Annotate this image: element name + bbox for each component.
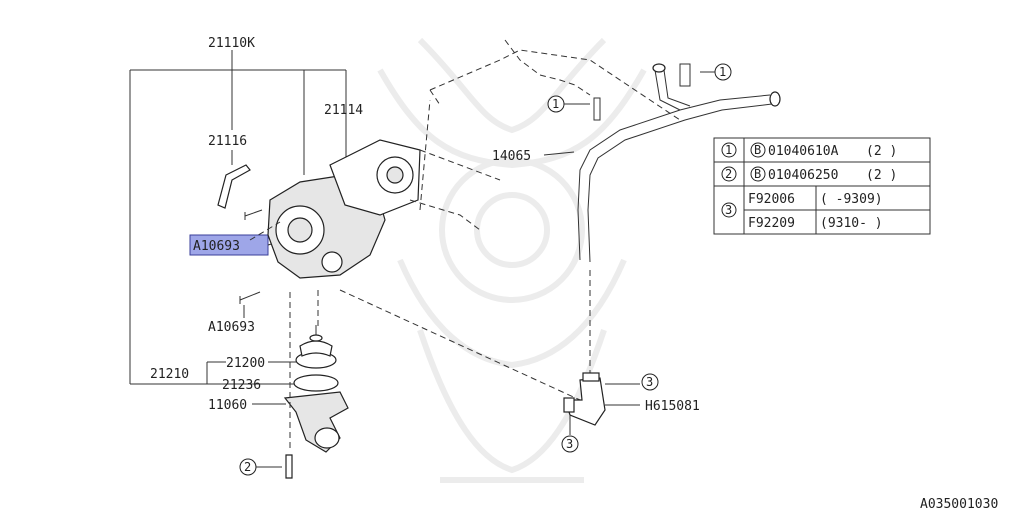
svg-text:1: 1 xyxy=(719,65,726,79)
svg-text:3: 3 xyxy=(566,437,573,451)
table-row3a-part: F92006 xyxy=(748,192,795,207)
engine-block-outline xyxy=(409,39,681,231)
callout-h615081: H615081 xyxy=(645,399,700,414)
table-row1-qty: (2 ) xyxy=(866,144,897,159)
bolt-1-mid xyxy=(593,97,601,121)
bolt-top xyxy=(244,209,263,220)
callout-21110k: 21110K xyxy=(208,36,255,51)
table-row2-qty: (2 ) xyxy=(866,168,897,183)
callout-21210: 21210 xyxy=(150,367,189,382)
watermark-logo xyxy=(377,37,647,483)
callout-21116: 21116 xyxy=(208,134,247,149)
marker-3-lower: 3 xyxy=(561,435,579,453)
svg-text:B: B xyxy=(754,143,761,157)
bolt-1-top xyxy=(679,63,691,87)
table-row1-part: 01040610A xyxy=(768,144,839,159)
callout-21236: 21236 xyxy=(222,378,261,393)
diagram-code: A035001030 xyxy=(920,497,998,512)
part-21116-pipe xyxy=(217,164,251,209)
marker-3-upper: 3 xyxy=(641,373,659,391)
part-21110k-water-pump xyxy=(267,139,421,279)
part-11060-housing xyxy=(283,391,349,453)
table-row3a-range: ( -9309) xyxy=(820,192,883,207)
svg-text:3: 3 xyxy=(725,203,732,217)
part-h615081-hose xyxy=(563,372,606,426)
svg-text:B: B xyxy=(754,167,761,181)
callout-a10693: A10693 xyxy=(208,320,255,335)
svg-text:1: 1 xyxy=(552,97,559,111)
marker-1-top: 1 xyxy=(714,63,732,81)
part-14065-pipe xyxy=(577,63,781,263)
bracket-21110k xyxy=(129,50,347,385)
callout-21114: 21114 xyxy=(324,103,363,118)
callout-21200: 21200 xyxy=(226,356,265,371)
dashed-leaders xyxy=(249,99,591,450)
callout-a10693-highlighted[interactable]: A10693 xyxy=(193,239,240,254)
table-row3b-part: F92209 xyxy=(748,216,795,231)
callout-11060: 11060 xyxy=(208,398,247,413)
callout-14065: 14065 xyxy=(492,149,531,164)
svg-text:3: 3 xyxy=(646,375,653,389)
bolt-a10693 xyxy=(239,291,261,304)
table-row2-part: 010406250 xyxy=(768,168,838,183)
bolt-bottom xyxy=(285,454,293,479)
svg-text:2: 2 xyxy=(725,167,732,181)
parts-table: 1 B 01040610A (2 ) 2 B 010406250 (2 ) 3 … xyxy=(713,137,931,235)
marker-2-bottom: 2 xyxy=(239,458,257,476)
table-row3b-range: (9310- ) xyxy=(820,216,883,231)
marker-1-mid: 1 xyxy=(547,95,565,113)
part-21200-thermostat xyxy=(295,325,337,369)
svg-text:1: 1 xyxy=(725,143,732,157)
svg-text:2: 2 xyxy=(244,460,251,474)
part-21236-gasket xyxy=(293,374,339,392)
